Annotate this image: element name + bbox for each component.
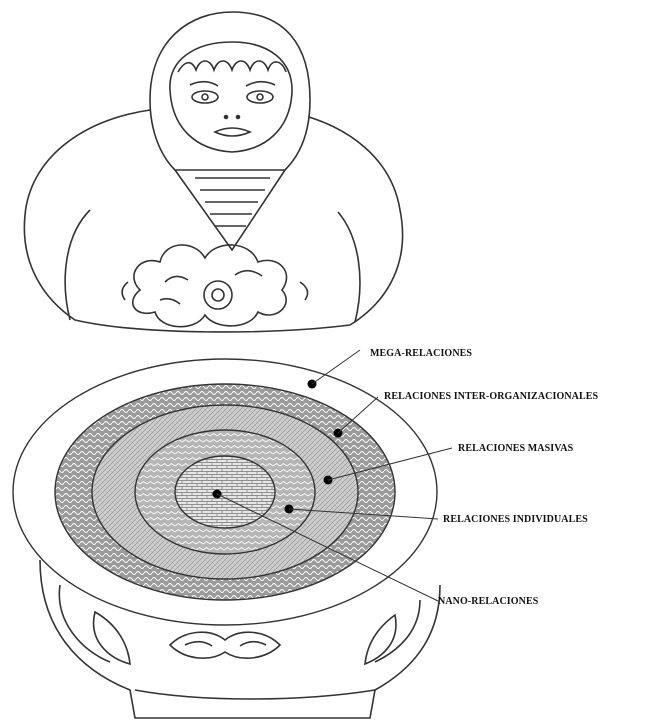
label-relaciones-masivas: RELACIONES MASIVAS <box>458 443 573 454</box>
label-mega-relaciones: MEGA-RELACIONES <box>370 348 472 359</box>
label-relaciones-inter-organizacionales: RELACIONES INTER-ORGANIZACIONALES <box>384 391 598 402</box>
relationship-rings <box>13 359 437 625</box>
doll-top-icon <box>24 12 402 332</box>
label-relaciones-individuales: RELACIONES INDIVIDUALES <box>443 514 588 525</box>
label-nano-relaciones: NANO-RELACIONES <box>438 596 538 607</box>
ring-nano <box>175 456 275 528</box>
